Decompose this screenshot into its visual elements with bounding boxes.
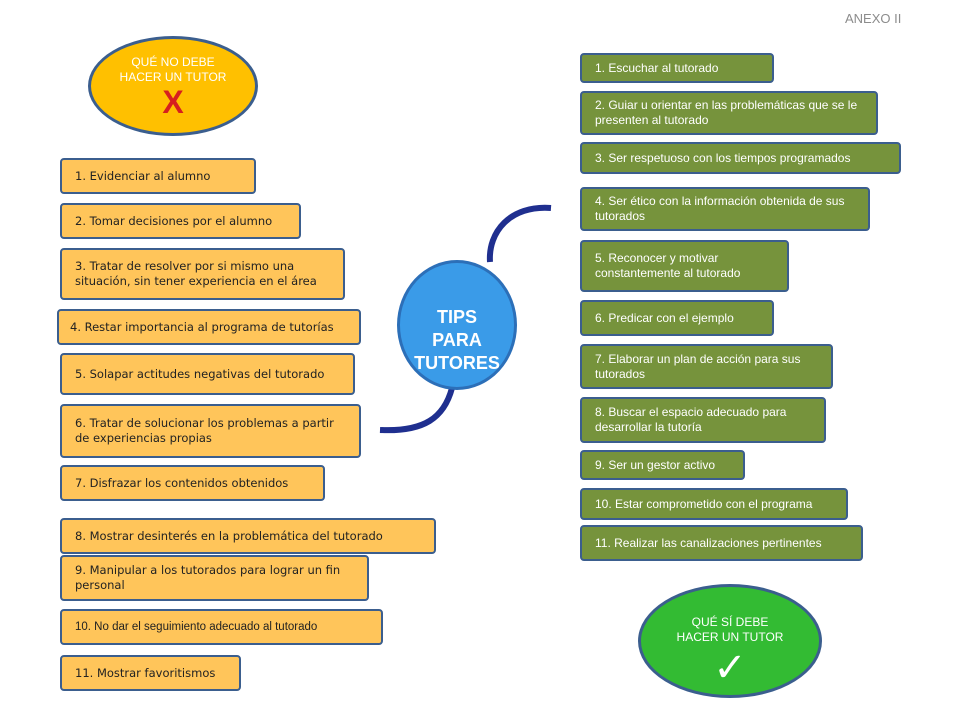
- yes-item-7: 7. Elaborar un plan de acción para sus t…: [580, 344, 833, 389]
- no-item-8: 8. Mostrar desinterés en la problemática…: [60, 518, 436, 554]
- no-item-3: 3. Tratar de resolver por si mismo una s…: [60, 248, 345, 300]
- no-item-9: 9. Manipular a los tutorados para lograr…: [60, 555, 369, 601]
- connector-curve-bottom: [379, 387, 455, 434]
- annex-label: ANEXO II: [845, 11, 902, 26]
- no-item-6: 6. Tratar de solucionar los problemas a …: [60, 404, 361, 458]
- yes-item-3: 3. Ser respetuoso con los tiempos progra…: [580, 142, 901, 174]
- no-item-10: 10. No dar el seguimiento adecuado al tu…: [60, 609, 383, 645]
- yes-item-11: 11. Realizar las canalizaciones pertinen…: [580, 525, 863, 561]
- yes-item-9: 9. Ser un gestor activo: [580, 450, 745, 480]
- yes-title-oval: QUÉ SÍ DEBE HACER UN TUTOR ✓: [638, 584, 822, 698]
- no-item-2: 2. Tomar decisiones por el alumno: [60, 203, 301, 239]
- yes-item-5: 5. Reconocer y motivar constantemente al…: [580, 240, 789, 292]
- center-line3: TUTORES: [414, 353, 500, 373]
- yes-item-10: 10. Estar comprometido con el programa: [580, 488, 848, 520]
- no-item-11: 11. Mostrar favoritismos: [60, 655, 241, 691]
- yes-item-6: 6. Predicar con el ejemplo: [580, 300, 774, 336]
- no-item-4: 4. Restar importancia al programa de tut…: [57, 309, 361, 345]
- no-title-line2: HACER UN TUTOR: [119, 70, 227, 84]
- yes-item-2: 2. Guiar u orientar en las problemáticas…: [580, 91, 878, 135]
- yes-item-1: 1. Escuchar al tutorado: [580, 53, 774, 83]
- connector-curve-top: [486, 204, 552, 263]
- no-title-line1: QUÉ NO DEBE: [131, 55, 215, 69]
- yes-item-8: 8. Buscar el espacio adecuado para desar…: [580, 397, 826, 443]
- x-mark-icon: X: [162, 84, 184, 120]
- yes-item-4: 4. Ser ético con la información obtenida…: [580, 187, 870, 231]
- no-item-5: 5. Solapar actitudes negativas del tutor…: [60, 353, 355, 395]
- check-mark-icon: ✓: [713, 646, 747, 690]
- no-title-oval: QUÉ NO DEBE HACER UN TUTOR X: [88, 36, 258, 136]
- center-line2: PARA: [432, 330, 482, 350]
- center-topic-circle: TIPS PARA TUTORES: [397, 260, 517, 390]
- center-line1: TIPS: [436, 307, 477, 327]
- no-item-7: 7. Disfrazar los contenidos obtenidos: [60, 465, 325, 501]
- yes-title-line1: QUÉ SÍ DEBE: [691, 615, 769, 629]
- yes-title-line2: HACER UN TUTOR: [676, 630, 784, 644]
- no-item-1: 1. Evidenciar al alumno: [60, 158, 256, 194]
